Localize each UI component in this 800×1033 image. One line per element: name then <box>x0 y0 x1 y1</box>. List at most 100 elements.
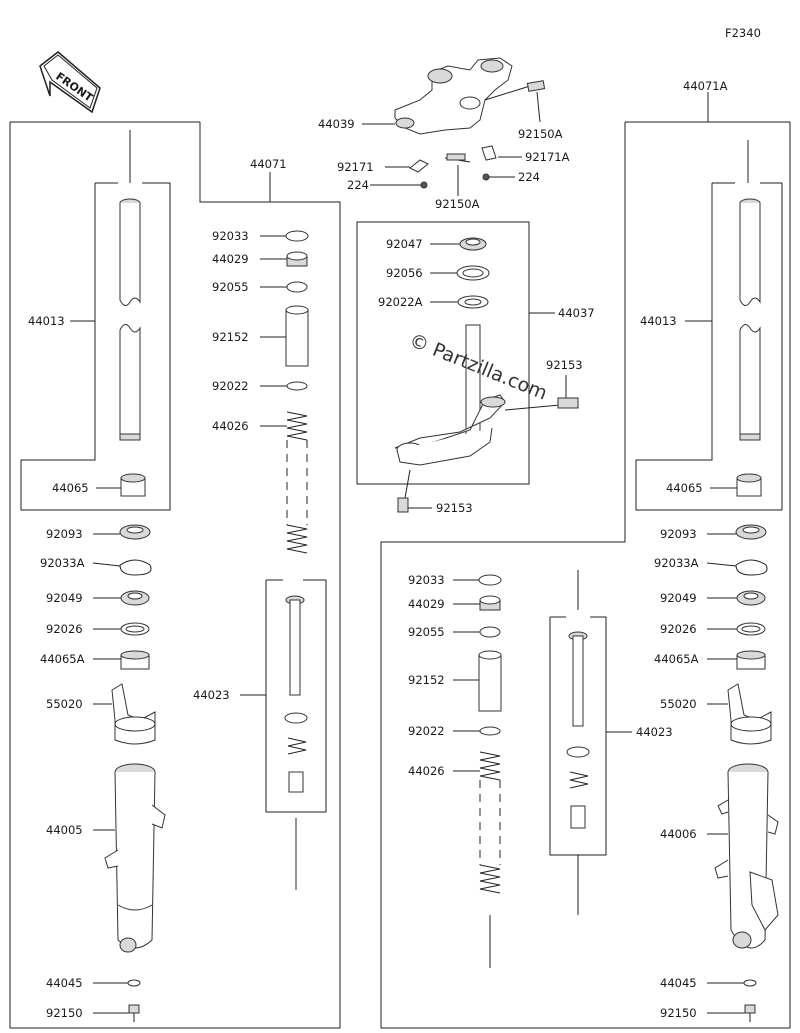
label-44029-left: 44029 <box>212 252 249 266</box>
label-92022-left: 92022 <box>212 379 249 393</box>
dust-cover-55020-left <box>111 683 156 745</box>
right-assembly-frame <box>380 92 791 1029</box>
oil-seal-92093-right <box>735 524 767 540</box>
label-92033A-left: 92033A <box>40 556 85 570</box>
adjuster-44029-left <box>286 251 308 267</box>
cartridge-44023-left <box>284 595 308 890</box>
label-92093-right: 92093 <box>660 527 697 541</box>
cartridge-44023-right <box>566 570 590 915</box>
washer-92022-right <box>479 726 501 736</box>
left-assembly-frame <box>9 121 341 1029</box>
label-44065-right: 44065 <box>666 481 703 495</box>
label-92049-right: 92049 <box>660 591 697 605</box>
label-92055-right: 92055 <box>408 625 445 639</box>
label-92093-left: 92093 <box>46 527 83 541</box>
label-44013-left: 44013 <box>28 314 65 328</box>
label-92150A-top: 92150A <box>518 127 563 141</box>
retainer-92033A-left <box>119 559 152 576</box>
spring-44026-left <box>286 411 308 554</box>
label-92056: 92056 <box>386 266 423 280</box>
bushing-44065A-right <box>736 650 766 670</box>
label-44071: 44071 <box>250 157 287 171</box>
outer-tube-44006 <box>714 763 779 949</box>
bolt-92150-right <box>744 1004 756 1022</box>
oil-seal-92093-left <box>119 524 151 540</box>
seal-92049-right <box>736 590 766 606</box>
label-92171: 92171 <box>337 160 374 174</box>
label-92049-left: 92049 <box>46 591 83 605</box>
label-92022A: 92022A <box>378 295 423 309</box>
label-44023-right: 44023 <box>636 725 673 739</box>
bushing-44065-right <box>736 473 762 497</box>
nut-92047 <box>459 237 487 251</box>
label-44029-right: 44029 <box>408 597 445 611</box>
label-92150A-bottom: 92150A <box>435 197 480 211</box>
label-44013-right: 44013 <box>640 314 677 328</box>
leader-lines <box>70 91 745 1014</box>
label-44065A-left: 44065A <box>40 652 85 666</box>
oring-92055-left <box>286 281 308 293</box>
adjuster-44029-right <box>479 595 501 611</box>
bolt-92153 <box>397 469 411 513</box>
label-92026-right: 92026 <box>660 622 697 636</box>
washer-92026-left <box>120 622 150 636</box>
label-92171A: 92171A <box>525 150 570 164</box>
label-44065-left: 44065 <box>52 481 89 495</box>
bushing-44065A-left <box>120 650 150 670</box>
spacer-92152-left <box>285 305 309 367</box>
label-224-right: 224 <box>518 170 540 184</box>
clip-92171A <box>481 145 497 181</box>
label-92153-bottom: 92153 <box>436 501 473 515</box>
retainer-92033A-right <box>735 559 768 576</box>
dust-cover-55020-right <box>727 683 772 745</box>
label-92153-top: 92153 <box>546 358 583 372</box>
label-92150-left: 92150 <box>46 1006 83 1020</box>
label-44045-right: 44045 <box>660 976 697 990</box>
bolt-92150-left <box>128 1004 140 1022</box>
label-44026-left: 44026 <box>212 419 249 433</box>
washer-44045-right <box>743 979 757 987</box>
figure-code: F2340 <box>725 26 761 40</box>
label-44037: 44037 <box>558 306 595 320</box>
cap-92033-right <box>478 574 502 586</box>
cap-92033-left <box>285 230 309 242</box>
label-92150-right: 92150 <box>660 1006 697 1020</box>
label-44039: 44039 <box>318 117 355 131</box>
outer-tube-44005 <box>104 763 166 953</box>
washer-44045-left <box>127 979 141 987</box>
label-92047: 92047 <box>386 237 423 251</box>
label-55020-right: 55020 <box>660 697 697 711</box>
label-44023-left: 44023 <box>193 688 230 702</box>
label-44006: 44006 <box>660 827 697 841</box>
label-92026-left: 92026 <box>46 622 83 636</box>
upper-bracket-44039 <box>394 57 546 163</box>
seal-92022A <box>457 295 489 309</box>
label-44071A: 44071A <box>683 79 728 93</box>
label-44065A-right: 44065A <box>654 652 699 666</box>
seal-92049-left <box>120 590 150 606</box>
stem-44037 <box>394 324 579 466</box>
part-labels: 44013 44065 92093 92033A 92049 92026 440… <box>28 79 728 1020</box>
bushing-44065-left <box>120 473 146 497</box>
label-44045-left: 44045 <box>46 976 83 990</box>
washer-92022-left <box>286 381 308 391</box>
washer-92026-right <box>736 622 766 636</box>
label-92033-right: 92033 <box>408 573 445 587</box>
oring-92055-right <box>479 626 501 638</box>
bearing-92056 <box>456 265 490 281</box>
label-92022-right: 92022 <box>408 724 445 738</box>
label-55020-left: 55020 <box>46 697 83 711</box>
front-arrow-icon: FRONT <box>39 51 101 114</box>
label-224-left: 224 <box>347 178 369 192</box>
label-92033A-right: 92033A <box>654 556 699 570</box>
label-44026-right: 44026 <box>408 764 445 778</box>
stem-assembly-frame <box>356 221 530 485</box>
label-92152-right: 92152 <box>408 673 445 687</box>
label-92152-left: 92152 <box>212 330 249 344</box>
label-92033-left: 92033 <box>212 229 249 243</box>
inner-tube-44013-left <box>119 130 141 441</box>
label-92055-left: 92055 <box>212 280 249 294</box>
clip-92171 <box>409 159 429 189</box>
spring-44026-right <box>479 751 501 968</box>
